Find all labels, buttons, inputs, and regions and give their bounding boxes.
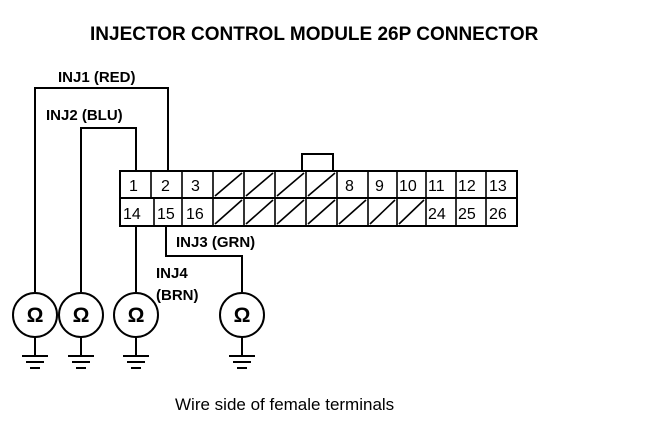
pin-3: 3 — [191, 178, 200, 195]
pin-labels-top: 1 2 3 8 9 10 11 12 13 — [129, 178, 507, 195]
pin-14: 14 — [123, 206, 141, 223]
svg-text:Ω: Ω — [234, 304, 251, 327]
pin-labels-bottom: 14 15 16 24 25 26 — [123, 206, 507, 223]
ground-icon — [68, 337, 94, 369]
diagram-caption: Wire side of female terminals — [175, 395, 394, 414]
pin-16: 16 — [186, 206, 204, 223]
label-inj1: INJ1 (RED) — [58, 69, 136, 86]
connector-26p: 1 2 3 8 9 10 11 12 13 14 15 16 24 25 26 — [119, 153, 518, 227]
top-row-dividers — [150, 171, 487, 198]
label-inj2: INJ2 (BLU) — [46, 107, 123, 124]
unused-cavity-hatches — [214, 172, 425, 225]
wire-inj2 — [80, 127, 137, 292]
injector-coil-icon: Ω — [58, 292, 104, 338]
pin-9: 9 — [375, 178, 384, 195]
wire-inj3 — [165, 226, 243, 292]
connector-lock-tab — [301, 153, 334, 171]
pin-2: 2 — [161, 178, 170, 195]
ground-icon — [123, 337, 149, 369]
injector-coil-icon: Ω — [113, 292, 159, 338]
diagram-title: INJECTOR CONTROL MODULE 26P CONNECTOR — [90, 24, 539, 45]
pin-1: 1 — [129, 178, 138, 195]
bottom-row-dividers — [153, 198, 487, 226]
label-inj4-line1: INJ4 — [156, 265, 188, 282]
label-inj3: INJ3 (GRN) — [176, 234, 255, 251]
injector-coil-icon: Ω — [12, 292, 58, 338]
ground-icon — [229, 337, 255, 369]
svg-text:Ω: Ω — [73, 304, 90, 327]
svg-text:Ω: Ω — [27, 304, 44, 327]
grounds — [22, 337, 255, 369]
pin-15: 15 — [157, 206, 175, 223]
pin-11: 11 — [428, 178, 445, 195]
pin-24: 24 — [428, 206, 446, 223]
pin-26: 26 — [489, 206, 507, 223]
injectors: Ω Ω Ω Ω — [12, 292, 265, 338]
pin-8: 8 — [345, 178, 354, 195]
pin-10: 10 — [399, 178, 417, 195]
ground-icon — [22, 337, 48, 369]
pin-12: 12 — [458, 178, 476, 195]
wire-inj1 — [34, 87, 169, 292]
pin-25: 25 — [458, 206, 476, 223]
pin-13: 13 — [489, 178, 507, 195]
injector-coil-icon: Ω — [219, 292, 265, 338]
wires — [34, 87, 243, 292]
svg-text:Ω: Ω — [128, 304, 145, 327]
label-inj4-line2: (BRN) — [156, 287, 199, 304]
